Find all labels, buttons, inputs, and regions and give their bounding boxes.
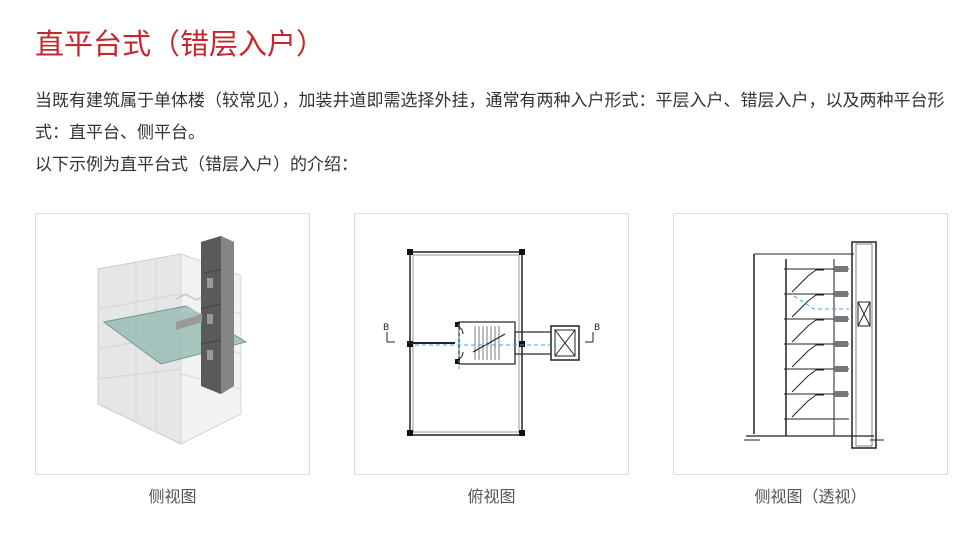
intro-line-1: 当既有建筑属于单体楼（较常见），加装井道即需选择外挂，通常有两种入户形式：平层入… [35,91,945,143]
side-view-image[interactable] [35,213,310,475]
section-mark-right: B [594,323,600,333]
plan-view-image[interactable]: B B [354,213,629,475]
section-mark-left: B [383,323,389,333]
side-view-3d-illustration [97,236,248,445]
perspective-view-image[interactable] [673,213,948,475]
caption-plan-view: 俯视图 [467,487,516,506]
caption-side-view: 侧视图 [148,487,197,506]
figure-plan-view: B B 俯视图 [354,213,629,509]
perspective-section-drawing [744,241,884,449]
intro-line-2: 以下示例为直平台式（错层入户）的介绍： [35,155,358,175]
figure-side-view: 侧视图 [35,213,310,509]
intro-paragraph: 当既有建筑属于单体楼（较常见），加装井道即需选择外挂，通常有两种入户形式：平层入… [35,85,945,181]
caption-perspective-view: 侧视图（透视） [754,487,867,506]
figure-gallery: 侧视图 [35,213,948,513]
plan-view-drawing: B B [383,249,600,436]
figure-perspective-view: 侧视图（透视） [673,213,948,509]
page-title: 直平台式（错层入户） [35,27,326,61]
